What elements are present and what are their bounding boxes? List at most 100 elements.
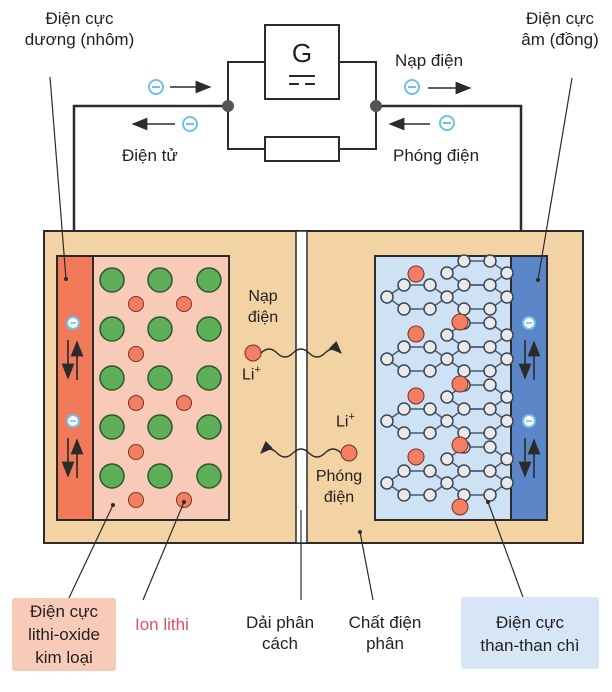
carbon-atom <box>397 426 411 440</box>
leader-ion <box>142 501 185 601</box>
collector-electron-marks <box>61 316 541 478</box>
lithium-ion-charging <box>244 344 262 362</box>
label-line: cách <box>262 634 298 653</box>
carbon-atom <box>500 328 514 342</box>
carbon-atom <box>380 290 394 304</box>
wavy-arrow-right-icon <box>260 341 342 358</box>
carbon-atom <box>440 414 454 428</box>
oxide-atom <box>99 316 125 342</box>
lithium-ion <box>451 313 469 331</box>
pointer-dot <box>111 503 115 507</box>
oxide-atom <box>196 414 222 440</box>
carbon-atom <box>483 364 497 378</box>
carbon-atom <box>423 426 437 440</box>
external-circuit: G <box>72 24 523 258</box>
oxide-atom <box>99 267 125 293</box>
carbon-atom <box>397 278 411 292</box>
carbon-atom <box>483 340 497 354</box>
carbon-atom <box>397 464 411 478</box>
carbon-atom <box>483 402 497 416</box>
carbon-atom <box>457 254 471 268</box>
oxide-atom <box>147 414 173 440</box>
leader-cathode <box>67 504 114 601</box>
electron-flow-charge-right <box>404 79 472 95</box>
carbon-atom <box>483 316 497 330</box>
carbon-atom <box>500 476 514 490</box>
carbon-atom <box>500 452 514 466</box>
pointer-dot <box>358 530 362 534</box>
carbon-atom <box>380 352 394 366</box>
label-charging-top: Nạp điện <box>395 51 464 70</box>
legend-anode: Điện cực than-than chì <box>461 597 599 669</box>
label-line: Điện cực <box>29 602 99 621</box>
lithium-ion <box>128 395 144 411</box>
label-line: lithi-oxide <box>28 625 100 644</box>
carbon-atom <box>423 364 437 378</box>
carbon-atom <box>500 414 514 428</box>
label-negative-electrode: Điện cực âm (đồng) <box>510 8 610 50</box>
carbon-atom <box>397 402 411 416</box>
carbon-atom <box>500 352 514 366</box>
carbon-atom <box>457 364 471 378</box>
leader-electrolyte <box>359 531 374 601</box>
li-charge: + <box>348 411 355 423</box>
legend-ion: Ion lithi <box>135 615 189 634</box>
carbon-atom <box>380 414 394 428</box>
oxide-atom <box>196 267 222 293</box>
lithium-ion-discharging <box>340 444 358 462</box>
lithium-ion <box>451 375 469 393</box>
electron-flow-discharge-left <box>131 116 198 132</box>
carbon-atom <box>397 302 411 316</box>
carbon-atom <box>500 266 514 280</box>
carbon-atom <box>457 464 471 478</box>
separator <box>295 230 308 544</box>
junction-node-right <box>370 100 382 112</box>
carbon-atom <box>500 290 514 304</box>
carbon-atom <box>457 402 471 416</box>
resistor <box>264 136 340 162</box>
oxide-atom <box>99 365 125 391</box>
carbon-atom <box>500 390 514 404</box>
oxide-atom <box>147 316 173 342</box>
carbon-atom <box>483 440 497 454</box>
label-line: điện <box>323 489 355 506</box>
label-line: dương (nhôm) <box>24 30 135 49</box>
carbon-atom <box>440 328 454 342</box>
lithium-ion <box>407 265 425 283</box>
cathode-atoms <box>99 267 222 508</box>
wire-left <box>72 104 228 258</box>
battery-cell <box>43 230 584 544</box>
legend-separator: Dải phân cách <box>230 612 330 654</box>
wavy-arrow-left-icon <box>260 441 342 458</box>
carbon-atom <box>457 278 471 292</box>
carbon-atom <box>423 340 437 354</box>
electron-icon <box>182 116 198 132</box>
carbon-atom <box>457 340 471 354</box>
anode-atoms <box>380 254 514 516</box>
li-charge: + <box>254 364 261 376</box>
wire-right <box>376 104 523 258</box>
carbon-atom <box>440 390 454 404</box>
lithium-ion <box>128 444 144 460</box>
legend-electrolyte: Chất điện phân <box>340 612 430 654</box>
leader-positive-electrode <box>49 76 67 280</box>
label-line: điện <box>247 309 279 326</box>
label-discharging-inner: Phóng điện <box>308 466 370 508</box>
label-line: Phóng <box>315 468 363 485</box>
carbon-atom <box>423 402 437 416</box>
carbon-atom <box>483 278 497 292</box>
lithium-ion <box>128 492 144 508</box>
leader-lines <box>49 76 573 601</box>
label-line: Điện cực <box>45 9 114 28</box>
label-discharging-top: Phóng điện <box>393 146 480 165</box>
label-line: kim loại <box>35 648 93 667</box>
wire-meter-branch-right <box>339 61 377 106</box>
oxide-atom <box>99 414 125 440</box>
carbon-atom <box>440 476 454 490</box>
carbon-atom <box>423 464 437 478</box>
carbon-atom <box>440 266 454 280</box>
lithium-ion <box>176 296 192 312</box>
label-line: phân <box>366 634 404 653</box>
